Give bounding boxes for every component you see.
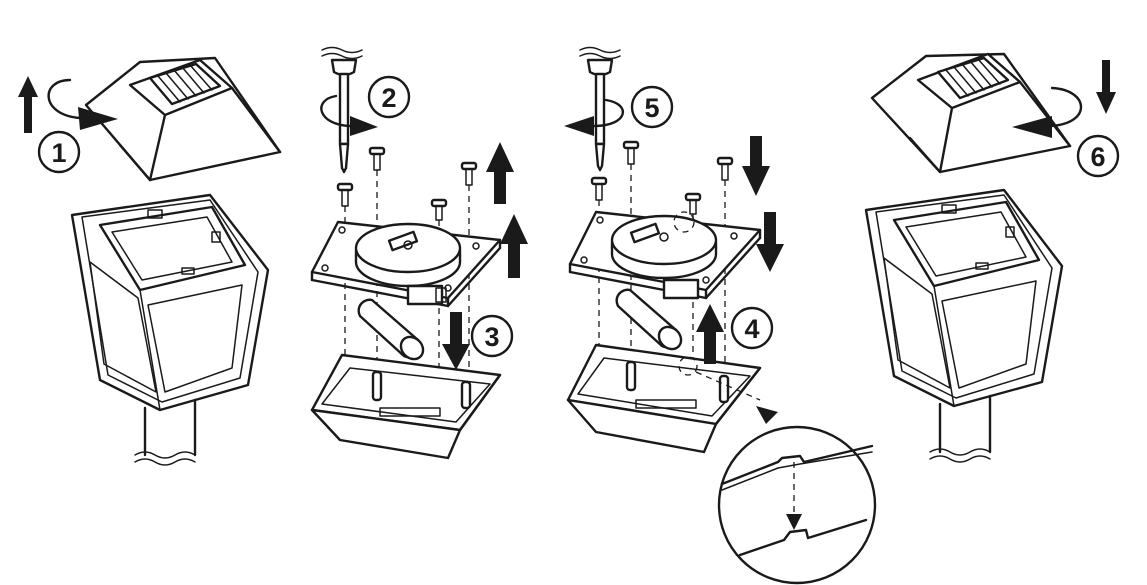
step-3-badge: 3 [470,314,514,358]
screwdriver-step-2: 2 [320,46,411,174]
screw-icon [460,161,478,395]
rotate-arrow-icon [320,94,378,136]
step-5-number: 5 [644,93,659,123]
screw-icon [716,156,734,390]
left-open-assembly: 3 [310,142,528,460]
step-1-number: 1 [51,138,66,168]
battery [615,288,683,351]
left-lamp-body [70,193,270,412]
rotate-arrow-icon [47,78,118,130]
down-arrow-icon [442,312,470,370]
up-arrow-icon [486,142,514,204]
step-2-badge: 2 [367,75,411,119]
step-4-number: 4 [744,314,759,344]
up-arrow-icon [500,214,528,278]
rotate-arrow-icon [564,98,624,136]
right-lamp-post [929,394,992,463]
right-lamp-cap [870,52,1072,174]
lift-arrow-icon [18,76,38,133]
left-lamp-cap [84,56,282,182]
step-4-badge: 4 [730,306,774,350]
left-lamp: 1 [18,56,282,466]
battery [357,298,425,361]
right-lamp-body [864,188,1064,408]
rotate-arrow-icon [1012,86,1082,138]
up-arrow-icon [696,304,724,364]
cover-plate [568,210,762,300]
step-3-number: 3 [484,322,499,352]
right-open-assembly: 4 [566,136,784,454]
notch-detail-zoom [717,425,877,585]
base-tray [566,343,762,454]
step-6-number: 6 [1090,142,1105,172]
zoom-pointer-arrow-icon [756,406,778,424]
right-lamp: 6 [864,52,1120,463]
down-arrow-icon [1096,60,1116,114]
screwdriver-step-5: 5 [564,46,674,172]
left-lamp-post [134,398,197,466]
down-arrow-icon [756,212,784,272]
step-1-badge: 1 [37,130,81,174]
step-6-badge: 6 [1076,134,1120,178]
down-arrow-icon [742,136,770,196]
step-5-badge: 5 [630,85,674,129]
screw-icon [622,140,640,360]
cover-plate [310,220,502,308]
step-2-number: 2 [381,83,396,113]
base-tray [310,353,502,460]
